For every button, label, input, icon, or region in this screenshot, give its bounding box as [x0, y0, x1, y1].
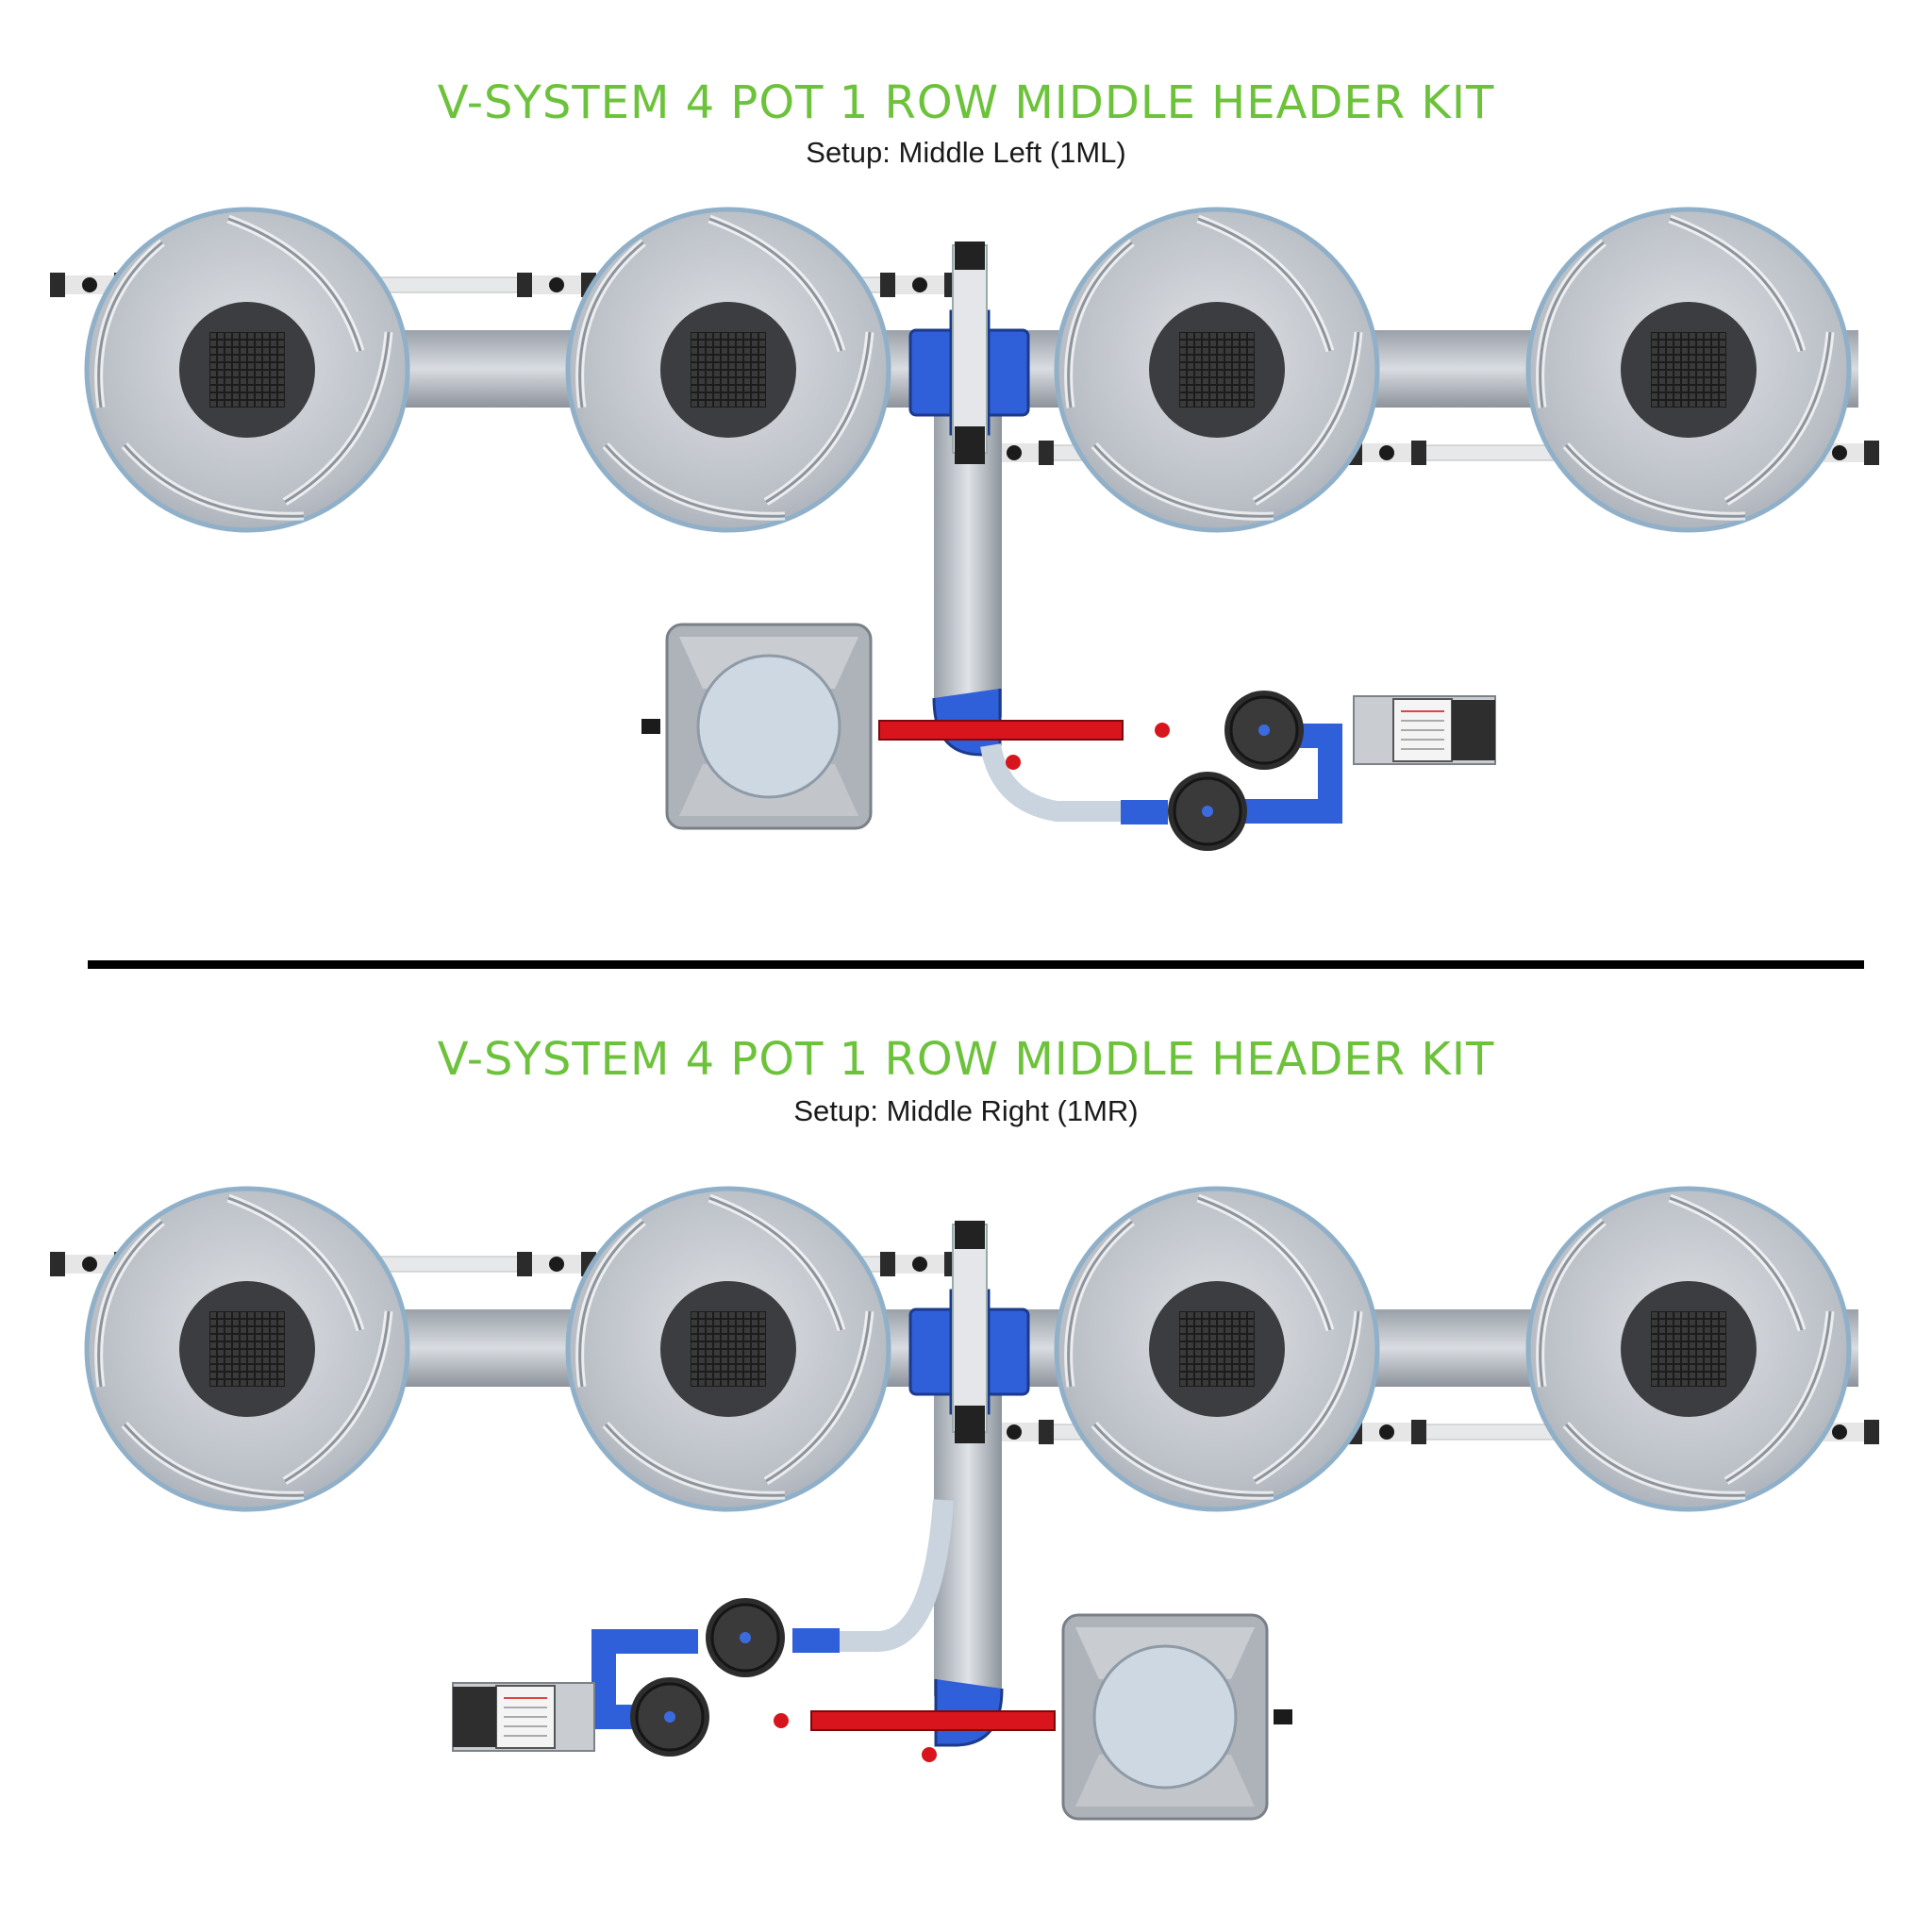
duct-vertical	[934, 415, 1002, 717]
reservoir-tank	[1061, 1613, 1269, 1821]
system-diagram-1mr	[50, 962, 1879, 1821]
bypass-line	[830, 1499, 954, 1652]
valve-handle-icon	[774, 1713, 789, 1728]
controller-unit	[452, 1682, 595, 1752]
valve-handle-icon	[922, 1747, 937, 1762]
pump-icon	[704, 1596, 787, 1679]
valve-icon	[517, 273, 596, 297]
setup-label: Setup: Middle Right (1MR)	[793, 1094, 1139, 1127]
valve-handle-icon	[1006, 755, 1021, 770]
bypass-line	[980, 742, 1132, 822]
pot-2	[568, 1189, 889, 1509]
pot-3	[1057, 1189, 1377, 1509]
controller-unit	[1353, 695, 1496, 765]
pot-3	[1057, 209, 1377, 530]
setup-label: Setup: Middle Left (1ML)	[806, 136, 1126, 169]
panel-middle-left: V-SYSTEM 4 POT 1 ROW MIDDLE HEADER KIT S…	[0, 0, 1932, 943]
valve-handle-icon	[1155, 723, 1170, 738]
valve-icon	[880, 273, 959, 297]
kit-title: V-SYSTEM 4 POT 1 ROW MIDDLE HEADER KIT	[437, 76, 1495, 129]
pot-1	[87, 209, 408, 530]
kit-title: V-SYSTEM 4 POT 1 ROW MIDDLE HEADER KIT	[437, 1033, 1495, 1086]
pump-icon	[628, 1675, 711, 1758]
red-pipe	[878, 720, 1124, 741]
panel-middle-right: V-SYSTEM 4 POT 1 ROW MIDDLE HEADER KIT S…	[0, 962, 1932, 1906]
pump-icon	[1166, 770, 1249, 853]
pump-icon	[1223, 689, 1306, 772]
red-pipe	[810, 1710, 1056, 1731]
system-diagram-1ml	[50, 0, 1879, 853]
pot-4	[1528, 209, 1849, 530]
valve-icon	[517, 1252, 596, 1276]
valve-icon	[880, 1252, 959, 1276]
section-divider	[88, 960, 1864, 969]
pot-1	[87, 1189, 408, 1509]
pot-4	[1528, 1189, 1849, 1509]
pot-2	[568, 209, 889, 530]
reservoir-tank	[665, 623, 873, 830]
